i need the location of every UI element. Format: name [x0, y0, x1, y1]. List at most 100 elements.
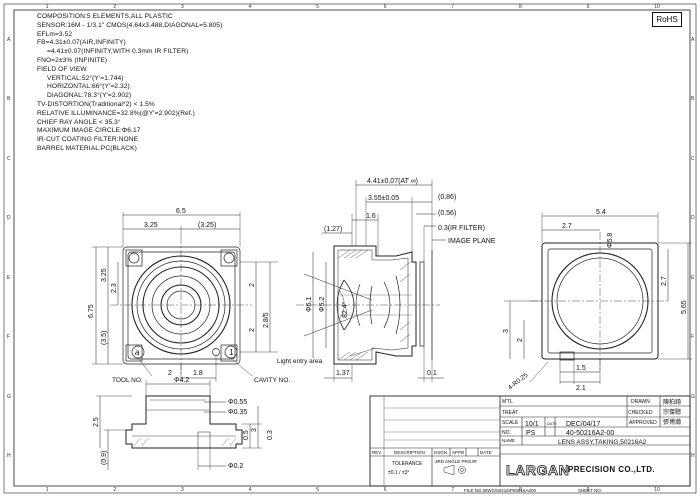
spec-chief-ray: CHIEF RAY ANGLE < 35.3° [37, 118, 121, 126]
tb-treat: TREAT [502, 410, 518, 416]
zone-col-9-t: 9 [586, 4, 590, 10]
tb-sig-approved: 張博瀚 [663, 418, 681, 426]
dim-flange: 1.37 [336, 370, 350, 377]
zone-row-G-r: G [691, 393, 695, 400]
spec-list: COMPOSITION:5 ELEMENTS,ALL PLASTIC SENSO… [37, 13, 222, 154]
inner-border [13, 9, 691, 487]
tb-appd: APPD [452, 450, 465, 455]
tb-description: DESCRIPTION [394, 450, 425, 455]
bottom-profile [125, 395, 243, 449]
spec-fov-vertical: VERTICAL:52°(Y'=1.744) [47, 74, 124, 82]
zone-row-E-l: E [7, 274, 11, 281]
dim-side-height: 5.65 [681, 300, 688, 314]
spec-illuminance: RELATIVE ILLUMINANCE=32.8%(@Y'=2.902)(Re… [37, 109, 195, 117]
section-view: 4.41±0.07(AT ∞) 3.55±0.05 (0.86) 1.6 (1.… [277, 178, 496, 382]
dim-front-half-left: 3.25 [144, 222, 158, 229]
tb-company: LARGAN [506, 462, 569, 478]
projection-symbol-icon [443, 464, 466, 476]
zone-row-F-l: F [7, 334, 11, 341]
spec-fno: FNO=2±3% (INFINITE) [37, 56, 108, 64]
zone-col-6-t: 6 [383, 4, 387, 10]
dim-front-half-right: (3.25) [198, 222, 216, 229]
dim-bottom-base: (0.9) [101, 451, 108, 465]
zone-col-2-b: 2 [113, 487, 117, 493]
tb-tolerance: TOLERANCE [392, 461, 423, 467]
tb-no-label: NO. [502, 430, 511, 436]
tb-rev: REV [372, 450, 381, 455]
bottom-view: Φ4.2 Φ0.55 Φ0.35 2.5 0.5 0.3 3 (0.9) Φ0.… [93, 377, 274, 470]
zone-col-5-b: 5 [316, 487, 319, 493]
tb-date: DEC/04/17 [566, 421, 600, 428]
zone-row-E-r: E [691, 274, 695, 281]
dim-pin-outer: Φ0.55 [228, 399, 247, 406]
title-block: M'TL TREAT SCALE 10/1 DATE DEC/04/17 NO.… [369, 395, 691, 487]
dim-side-width: 5.4 [596, 209, 606, 216]
zone-col-7-t: 7 [451, 4, 455, 10]
spec-distortion: TV-DISTORTION(Traditional*2) < 1.5% [37, 100, 155, 108]
tb-dwg-no: 40-50216A2-00 [566, 430, 614, 437]
dim-side-diameter: Φ5.8 [607, 233, 614, 248]
zone-col-1-t: 1 [45, 4, 49, 10]
zone-col-4-t: 4 [248, 4, 252, 10]
zone-row-A-l: A [7, 36, 11, 43]
dim-front-lower: (3.5) [101, 331, 108, 345]
zone-col-2-t: 2 [113, 4, 117, 10]
dim-front-step: 1.6 [366, 213, 376, 220]
dim-side-half: 2.7 [562, 223, 572, 230]
dim-side-upper: 2.7 [661, 276, 668, 286]
dim-front-right-upper: 2 [249, 283, 256, 287]
dim-filter-gap: (0.56) [438, 210, 456, 217]
spec-ir-coating: IR-CUT COATING FILTER:NONE [37, 136, 139, 144]
sheet-no: SHEET NO. [578, 488, 602, 493]
zone-col-4-b: 4 [248, 487, 252, 493]
zone-col-6-b: 6 [383, 487, 387, 493]
dim-side-notch: 1.5 [576, 365, 586, 372]
tb-name-label: NAME [502, 438, 515, 443]
zone-col-8-b: 8 [519, 487, 522, 493]
ir-filter [419, 261, 425, 347]
zone-row-G-l: G [7, 393, 11, 400]
tb-scale-label: SCALE [502, 420, 519, 426]
dim-bottom-pad: 0.3 [267, 430, 274, 440]
zone-row-F-r: F [691, 334, 695, 341]
dim-front-inner: 2.3 [111, 283, 118, 293]
zone-col-10-b: 10 [654, 487, 660, 493]
tb-scale: 10/1 [525, 421, 539, 428]
dim-back-focus: 4.41±0.07(AT ∞) [367, 178, 418, 185]
side-radius-label: 4-R0.25 [507, 372, 530, 392]
spec-sensor: SENSOR:16M - 1/3.1" CMOS(4.64x3.488,DIAG… [37, 21, 223, 29]
dim-plane-gap: 0.1 [427, 370, 437, 377]
tb-tol-value: ±0.1 / ±3° [388, 470, 409, 476]
dim-side-lower: 3 [503, 329, 510, 333]
zone-row-C-r: C [691, 155, 695, 162]
tb-mtl: M'TL [502, 399, 513, 405]
spec-fov-horizontal: HORIZONTAL:66°(Y'=2.32) [47, 83, 130, 91]
image-plane-label: IMAGE PLANE [448, 238, 496, 245]
dim-front-width: 6.5 [176, 208, 186, 215]
spec-fb-ir: =4.41±0.07(INFINITY,WITH 0.3mm IR FILTER… [47, 48, 189, 56]
section-barrel [333, 245, 417, 365]
tool-no-label: TOOL NO. [112, 377, 143, 384]
tb-sig-drawn: 陳柏錡 [663, 398, 681, 406]
cavity-mark: 1 [229, 348, 234, 357]
zone-row-H-r: H [691, 453, 695, 460]
tb-checked: CHECKED [628, 410, 653, 416]
dim-side-offset: 2.1 [576, 385, 586, 392]
side-view: 5.4 2.7 Φ5.8 2.7 5.65 3 2 1.5 2.1 4-R0.2… [503, 209, 692, 392]
tb-dsgn: DSGN [434, 450, 447, 455]
dim-bottom-step: 0.5 [243, 430, 250, 440]
zone-row-A-r: A [691, 36, 695, 43]
tb-company-sub: PRECISION CO.,LTD. [568, 465, 655, 474]
spec-fb-air: FB=4.31±0.07(AIR,INFINITY) [37, 39, 126, 47]
dim-front-bottom-gap: 2 [168, 370, 172, 377]
zone-col-1-b: 1 [45, 487, 49, 493]
dim-view-angle: 82.4° [341, 301, 349, 318]
rohs-badge: RoHS [652, 12, 682, 27]
dim-side-lower-inner: 2 [517, 338, 524, 342]
outer-border [3, 3, 697, 494]
tb-approved: APPROVED [629, 420, 657, 426]
dim-barrel-length: 3.55±0.05 [368, 195, 399, 202]
zone-row-H-l: H [7, 453, 11, 460]
